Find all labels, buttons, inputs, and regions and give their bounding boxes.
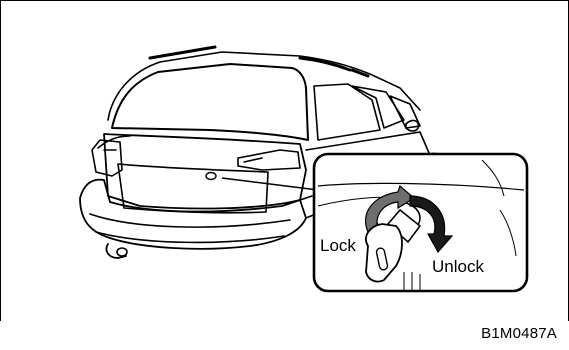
unlock-label: Unlock xyxy=(432,257,484,276)
lock-detail-inset: Lock Unlock xyxy=(314,154,527,291)
figure-code: B1M0487A xyxy=(481,325,557,342)
lock-label: Lock xyxy=(320,236,356,255)
